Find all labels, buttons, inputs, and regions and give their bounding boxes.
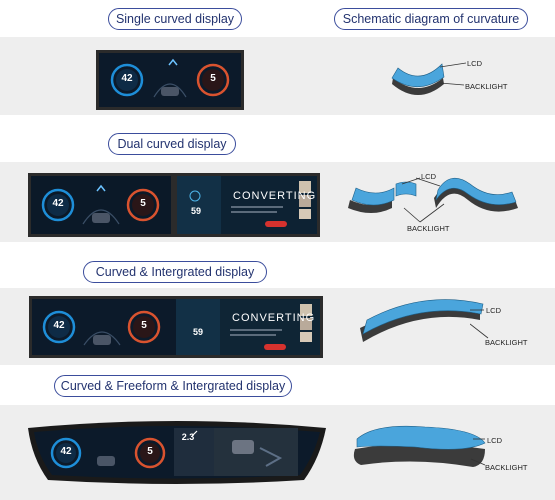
label-curved-integrated: Curved & Intergrated display	[83, 261, 267, 283]
dual-gear-value: 5	[140, 198, 146, 209]
dual-left-dashboard-graphic	[31, 176, 171, 234]
single-backlight-label: BACKLIGHT	[465, 82, 508, 91]
integrated-ac-value: 59	[192, 327, 203, 337]
label-single-curved: Single curved display	[108, 8, 242, 30]
single-dashboard-graphic	[99, 53, 241, 107]
single-speed-value: 42	[121, 73, 133, 84]
freeform-gear-value: 5	[147, 446, 153, 457]
dual-converting-title: CONVERTING	[233, 190, 317, 202]
freeform-screen	[28, 421, 326, 484]
single-curved-screen: 42 5	[96, 50, 244, 110]
integrated-lcd-label: LCD	[486, 306, 502, 315]
single-curvature-schematic	[391, 62, 467, 95]
single-lcd-label: LCD	[467, 59, 483, 68]
integrated-leader-lines	[470, 309, 489, 339]
band-single	[0, 37, 555, 115]
label-dual-curved: Dual curved display	[108, 133, 236, 155]
integrated-speed-value: 42	[53, 320, 65, 331]
single-gear-value: 5	[210, 73, 216, 84]
dual-right-media-graphic	[177, 176, 317, 234]
integrated-screen: 42 5 59 CONVERTING	[29, 296, 323, 358]
freeform-speed-value: 42	[60, 446, 72, 457]
label-schematic: Schematic diagram of curvature	[334, 8, 528, 30]
dual-screen-right: 59 CONVERTING	[174, 173, 320, 237]
dual-ac-value: 59	[190, 206, 201, 216]
freeform-nav-value: 2.3	[181, 432, 195, 442]
dual-curvature-schematic	[348, 177, 518, 223]
freeform-curvature-schematic	[353, 425, 486, 467]
integrated-backlight-label: BACKLIGHT	[485, 338, 528, 347]
integrated-dashboard-graphic	[32, 299, 320, 355]
freeform-backlight-label: BACKLIGHT	[485, 463, 528, 472]
dual-speed-value: 42	[52, 198, 64, 209]
dual-backlight-label: BACKLIGHT	[407, 224, 450, 233]
dual-screen-left: 42 5	[28, 173, 174, 237]
label-curved-freeform-integrated: Curved & Freeform & Intergrated display	[54, 375, 292, 397]
dual-lcd-label: LCD	[421, 172, 437, 181]
freeform-lcd-label: LCD	[487, 436, 503, 445]
integrated-converting-title: CONVERTING	[232, 312, 316, 324]
integrated-gear-value: 5	[141, 320, 147, 331]
integrated-curvature-schematic	[360, 299, 484, 342]
